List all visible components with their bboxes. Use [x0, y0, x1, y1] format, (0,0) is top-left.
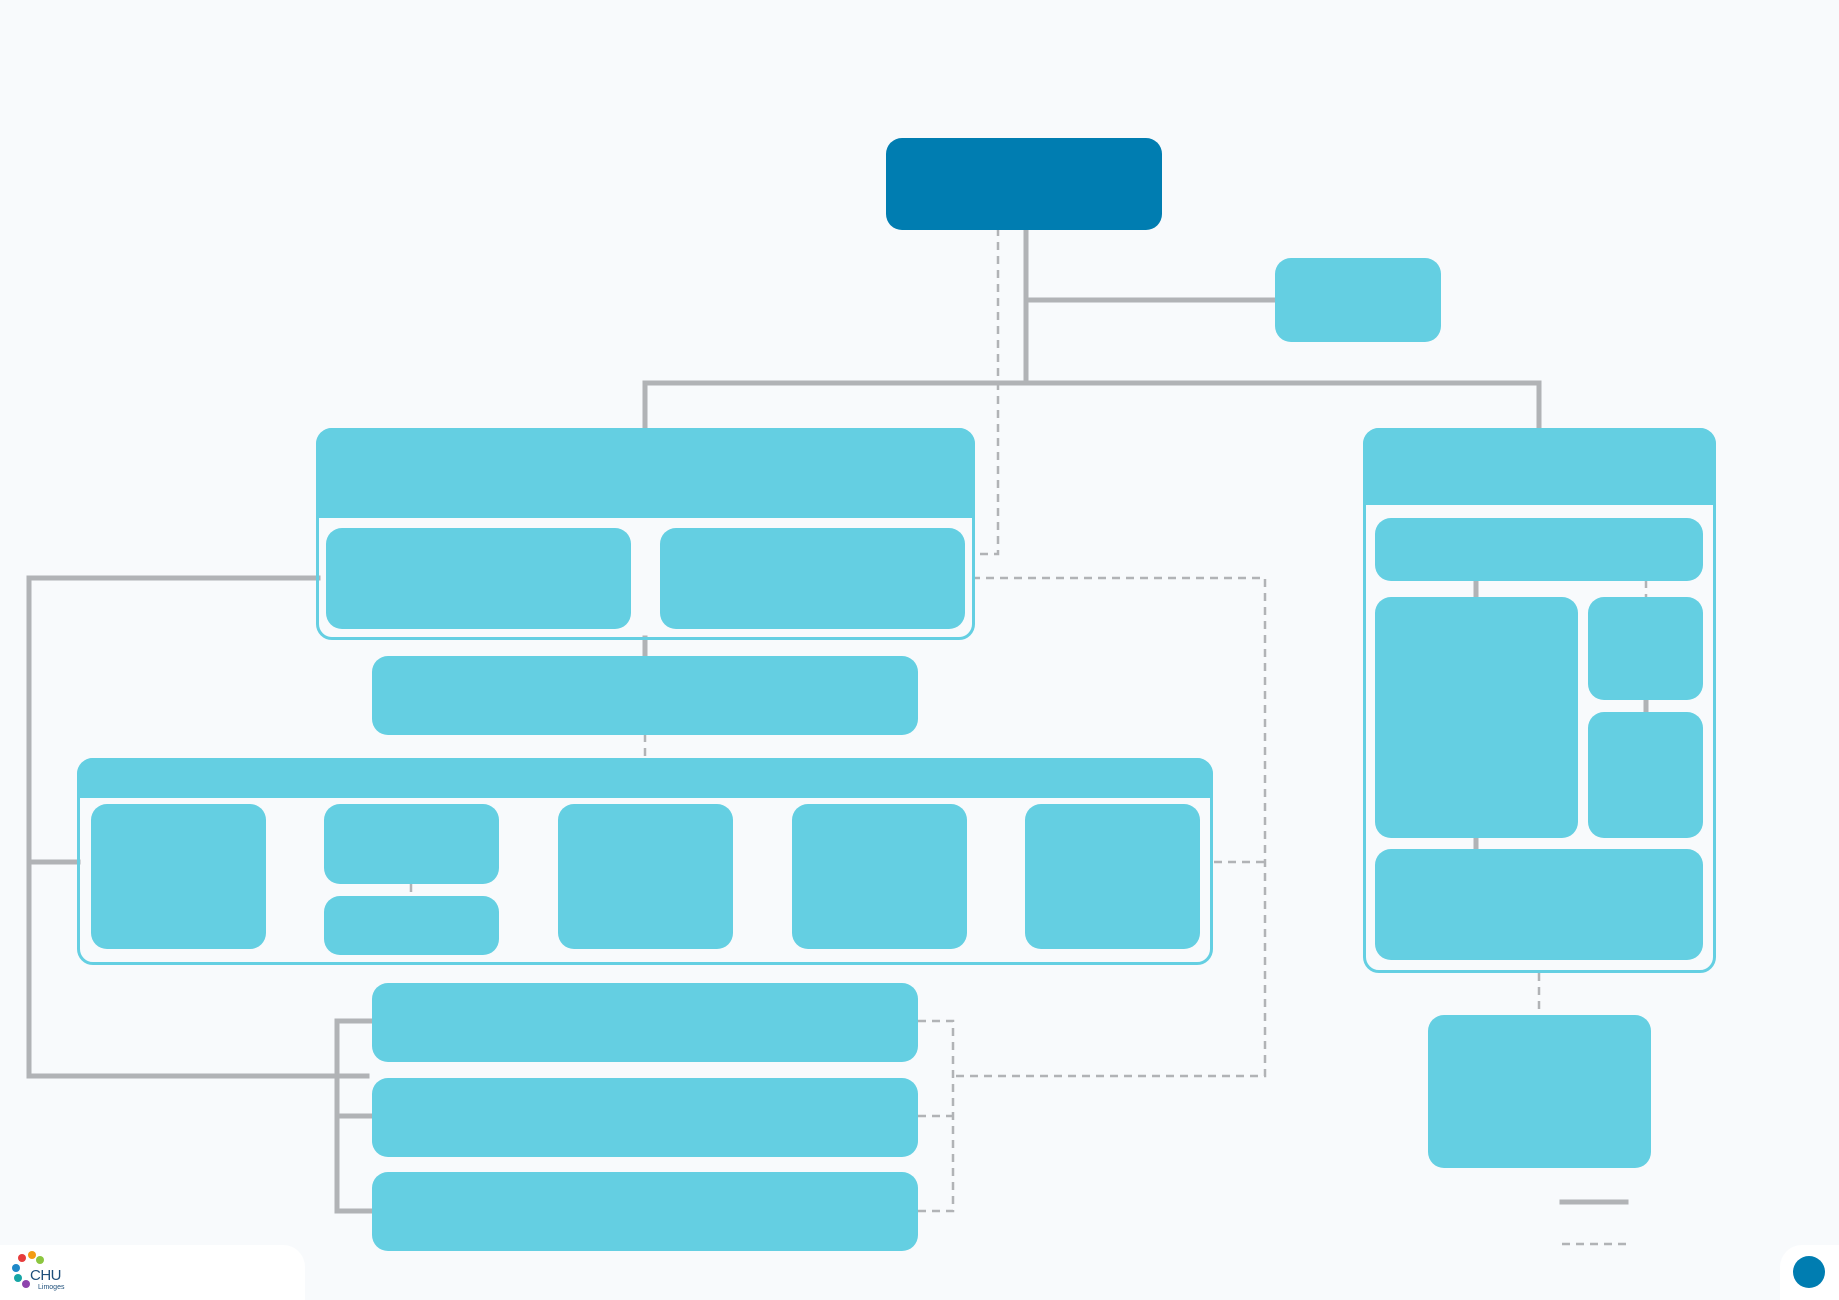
bottom-node-2[interactable] — [372, 1078, 918, 1157]
wide-division-unit-3[interactable] — [558, 804, 733, 949]
bottom-node-3[interactable] — [372, 1172, 918, 1251]
right-division-unit-right-1[interactable] — [1588, 597, 1703, 700]
wide-division-unit-2a[interactable] — [324, 804, 499, 884]
right-standalone-node[interactable] — [1428, 1015, 1651, 1168]
right-division-unit-top[interactable] — [1375, 518, 1703, 581]
dashed-connector — [972, 228, 1000, 556]
dashed-connector — [953, 576, 1267, 1078]
left-division-header[interactable] — [316, 428, 975, 518]
wide-division-header[interactable] — [77, 758, 1213, 798]
top-node[interactable] — [886, 138, 1162, 230]
footer-logo-panel — [0, 1245, 305, 1300]
wide-division-unit-2b[interactable] — [324, 896, 499, 955]
left-division-unit-1[interactable] — [326, 528, 631, 629]
chu-logo — [12, 1251, 44, 1288]
right-division-unit-left[interactable] — [1375, 597, 1578, 838]
logo-city-text: Limoges — [38, 1284, 65, 1291]
right-division-unit-bottom[interactable] — [1375, 849, 1703, 960]
left-division-frame — [316, 428, 975, 640]
wide-division-frame — [77, 758, 1213, 965]
right-division-frame — [1363, 428, 1716, 973]
right-division-unit-right-2[interactable] — [1588, 712, 1703, 838]
logo-brand-text: CHU — [30, 1267, 62, 1284]
bottom-node-1[interactable] — [372, 983, 918, 1062]
page-marker-dot — [1793, 1256, 1825, 1288]
wide-division-unit-1[interactable] — [91, 804, 266, 949]
left-division-unit-2[interactable] — [660, 528, 965, 629]
wide-division-unit-5[interactable] — [1025, 804, 1200, 949]
solid-connector — [642, 380, 1542, 431]
wide-division-unit-4[interactable] — [792, 804, 967, 949]
right-division-header[interactable] — [1363, 428, 1716, 505]
solid-connector — [26, 575, 370, 1079]
side-node[interactable] — [1275, 258, 1441, 342]
middle-node[interactable] — [372, 656, 918, 735]
